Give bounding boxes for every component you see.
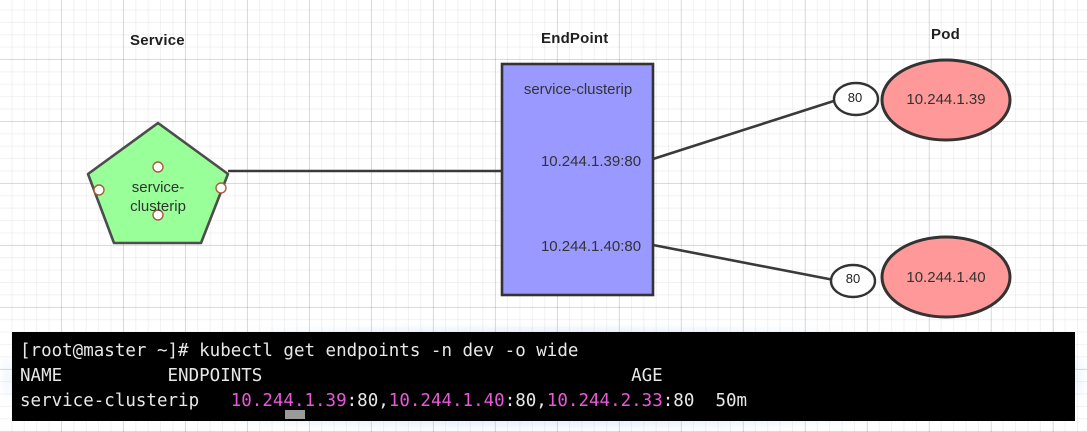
service-connection-point-right[interactable] xyxy=(215,182,227,194)
column-title-pod: Pod xyxy=(931,26,960,43)
pod-2-port-label: 80 xyxy=(845,271,861,286)
row-endpoint-port-3: :80 xyxy=(662,391,695,411)
service-connection-point-bottom[interactable] xyxy=(152,209,164,221)
service-connection-point-left[interactable] xyxy=(93,184,105,196)
terminal-prompt: [root@master ~]# xyxy=(20,341,200,361)
row-endpoint-port-2: :80, xyxy=(504,391,547,411)
terminal-command-line: [root@master ~]# kubectl get endpoints -… xyxy=(20,339,578,363)
column-title-service: Service xyxy=(130,32,185,49)
pod-2-port-node[interactable] xyxy=(829,263,877,299)
edge-endpoint2-to-pod2[interactable] xyxy=(652,243,835,282)
terminal-command: kubectl get endpoints -n dev -o wide xyxy=(199,341,579,361)
terminal-data-row: service-clusterip 10.244.1.39:80,10.244.… xyxy=(20,389,747,413)
row-gap-2 xyxy=(694,391,715,411)
pod-1-port-node[interactable] xyxy=(832,81,880,117)
row-name: service-clusterip xyxy=(20,391,200,411)
terminal-window[interactable]: [root@master ~]# kubectl get endpoints -… xyxy=(2,326,1085,429)
terminal-header-name: NAME xyxy=(20,366,63,386)
terminal-header-age: AGE xyxy=(631,366,663,386)
header-gap-1 xyxy=(62,366,167,386)
edge-endpoint1-to-pod1[interactable] xyxy=(652,97,841,161)
endpoint-node[interactable] xyxy=(500,62,655,297)
service-node[interactable] xyxy=(86,121,230,245)
terminal-header-endpoints: ENDPOINTS xyxy=(167,366,263,386)
row-endpoint-port-1: :80, xyxy=(346,391,389,411)
row-endpoint-ip-1: 10.244.1.39 xyxy=(230,391,347,411)
pod-2-node[interactable] xyxy=(880,235,1012,319)
row-age: 50m xyxy=(715,391,748,411)
row-endpoint-ip-3: 10.244.2.33 xyxy=(546,391,663,411)
header-gap-2 xyxy=(262,366,631,386)
terminal-output[interactable]: [root@master ~]# kubectl get endpoints -… xyxy=(12,332,1075,421)
pod-1-node[interactable] xyxy=(880,58,1012,142)
row-endpoint-ip-2: 10.244.1.40 xyxy=(388,391,505,411)
column-title-endpoint: EndPoint xyxy=(541,30,609,47)
terminal-cursor xyxy=(285,410,305,419)
pod-1-port-label: 80 xyxy=(847,90,863,105)
row-gap-1 xyxy=(199,391,231,411)
terminal-header-row: NAME ENDPOINTS AGE xyxy=(20,364,663,388)
service-connection-point-top[interactable] xyxy=(152,161,164,173)
